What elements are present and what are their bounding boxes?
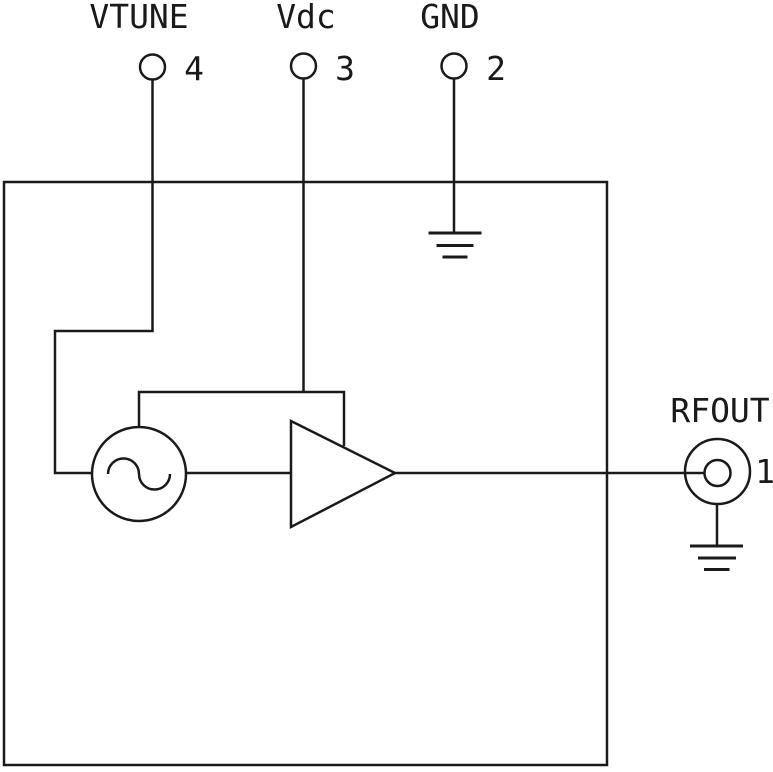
supply-feed-wire: [137, 390, 346, 446]
vtune-label: VTUNE: [89, 0, 188, 36]
pin1-number: 1: [755, 452, 773, 491]
pin2-number: 2: [486, 49, 506, 88]
sine-wave-icon: [106, 457, 172, 491]
gnd-label: GND: [420, 0, 480, 36]
vtune-wire: [53, 79, 154, 475]
ground-symbol-icon-gnd: [428, 231, 482, 259]
vdc-label: Vdc: [276, 0, 336, 36]
pin2-terminal-icon: [440, 52, 468, 80]
rfout-label: RFOUT: [670, 391, 769, 430]
pin3-terminal-icon: [289, 52, 318, 80]
rfout-connector-icon: [683, 437, 752, 506]
rfout-connector-outer-circle: [683, 437, 752, 506]
ground-symbol-icon-rfout: [690, 544, 743, 571]
rfout-connector-inner-circle: [703, 458, 732, 488]
pin4-terminal-icon: [138, 53, 167, 81]
pin3-number: 3: [335, 49, 355, 88]
amplifier-symbol: [289, 418, 398, 530]
pin4-number: 4: [184, 49, 204, 88]
oscillator-symbol: [90, 425, 188, 523]
